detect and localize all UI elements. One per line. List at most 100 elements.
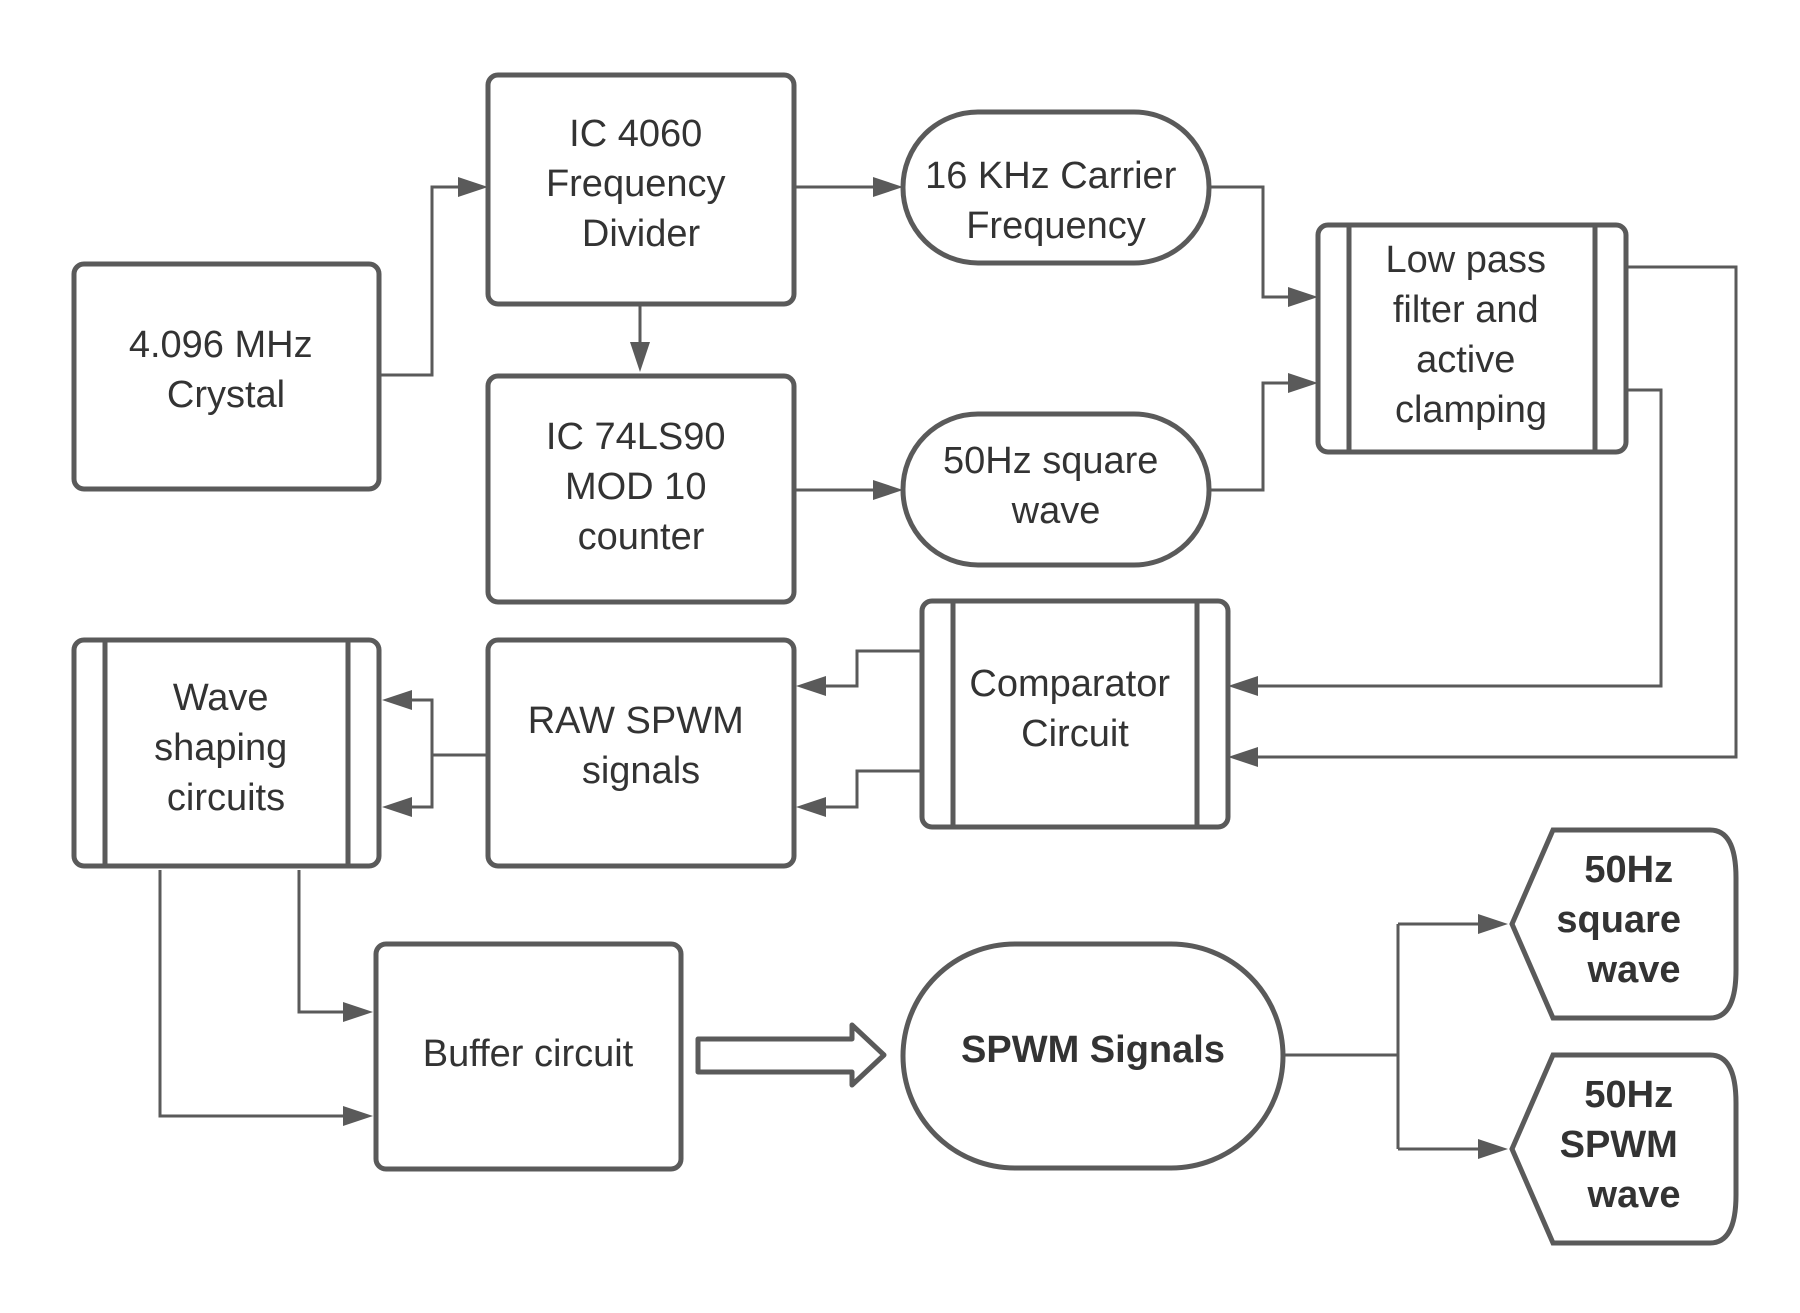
label-line: SPWM	[1560, 1124, 1678, 1166]
label-line: SPWM Signals	[961, 1029, 1225, 1071]
label-line: active	[1416, 339, 1515, 381]
buffer-box	[373, 941, 684, 1172]
arrowhead	[630, 342, 650, 372]
carrier-terminator	[900, 109, 1212, 266]
wire-square-to-lowpass	[1209, 381, 1288, 492]
node-raw-spwm-label: RAW SPWM signals	[528, 700, 755, 792]
node-out-square-label: 50Hz square wave	[1556, 849, 1691, 991]
label-line: IC 4060	[569, 113, 702, 155]
node-crystal: 4.096 MHz Crystal	[71, 261, 382, 492]
label-line: circuits	[167, 777, 285, 819]
wire-lowpass-to-comparator-1	[1258, 388, 1663, 688]
out-spwm-display	[1509, 1052, 1739, 1246]
label-line: Low pass	[1385, 239, 1546, 281]
arrowhead	[873, 480, 903, 500]
wire-crystal-to-divider	[379, 185, 458, 377]
label-line: Buffer circuit	[423, 1033, 634, 1075]
label-line: square	[1556, 899, 1681, 941]
node-comparator: Comparator Circuit	[919, 598, 1231, 830]
block-arrow-buffer-to-spwm	[695, 1022, 887, 1088]
arrowhead	[1478, 1139, 1508, 1159]
node-buffer: Buffer circuit	[373, 941, 684, 1172]
node-raw-spwm: RAW SPWM signals	[485, 637, 797, 869]
node-counter: IC 74LS90 MOD 10 counter	[485, 373, 797, 605]
label-line: Divider	[582, 213, 701, 255]
node-out-square: 50Hz square wave	[1509, 827, 1739, 1021]
node-square-in: 50Hz square wave	[900, 411, 1212, 568]
comparator-box	[919, 598, 1231, 830]
label-line: Comparator	[969, 663, 1170, 705]
arrowhead	[1478, 914, 1508, 934]
wire-comparator-to-raw-2	[826, 769, 922, 809]
wire-spwm-to-outputs	[1283, 922, 1478, 1151]
lowpass-box	[1315, 222, 1629, 455]
wire-shaping-to-buffer-2	[158, 870, 343, 1118]
label-line: 16 KHz Carrier	[925, 155, 1177, 197]
arrowhead	[343, 1002, 373, 1022]
node-divider: IC 4060 Frequency Divider	[485, 72, 797, 307]
label-line: signals	[582, 750, 700, 792]
label-line: clamping	[1395, 389, 1547, 431]
wire-carrier-to-lowpass	[1209, 185, 1288, 299]
node-out-spwm: 50Hz SPWM wave	[1509, 1052, 1739, 1246]
arrowhead	[1228, 676, 1258, 696]
node-spwm-signals: SPWM Signals	[900, 941, 1286, 1171]
node-comparator-label: Comparator Circuit	[969, 663, 1180, 755]
node-wave-shaping: Wave shaping circuits	[71, 637, 382, 869]
node-square-in-label: 50Hz square wave	[943, 440, 1169, 532]
arrowhead	[1288, 373, 1318, 393]
wave-shaping-box	[71, 637, 382, 869]
node-crystal-label: 4.096 MHz Crystal	[129, 324, 323, 416]
label-line: wave	[1011, 490, 1101, 532]
node-lowpass-label: Low pass filter and active clamping	[1385, 239, 1556, 431]
node-wave-shaping-label: Wave shaping circuits	[154, 677, 298, 819]
node-out-spwm-label: 50Hz SPWM wave	[1560, 1074, 1689, 1216]
label-line: filter and	[1393, 289, 1539, 331]
label-line: Crystal	[167, 374, 285, 416]
arrowhead	[796, 676, 826, 696]
label-line: 50Hz	[1584, 849, 1673, 891]
label-line: Frequency	[966, 205, 1146, 247]
square-in-terminator	[900, 411, 1212, 568]
wire-lowpass-to-comparator-2	[1258, 265, 1738, 759]
arrowhead	[382, 690, 412, 710]
counter-box	[485, 373, 797, 605]
arrowhead	[382, 797, 412, 817]
node-lowpass: Low pass filter and active clamping	[1315, 222, 1629, 455]
crystal-box	[71, 261, 382, 492]
divider-box	[485, 72, 797, 307]
node-carrier: 16 KHz Carrier Frequency	[900, 109, 1212, 266]
spwm-signals-terminator	[900, 941, 1286, 1171]
arrowhead	[873, 177, 903, 197]
raw-spwm-box	[485, 637, 797, 869]
node-carrier-label: 16 KHz Carrier Frequency	[925, 155, 1187, 247]
label-line: IC 74LS90	[546, 416, 726, 458]
label-line: Wave	[173, 677, 269, 719]
label-line: shaping	[154, 727, 287, 769]
label-line: counter	[578, 516, 705, 558]
wire-shaping-to-buffer-1	[297, 870, 343, 1014]
arrowhead	[458, 177, 488, 197]
node-buffer-label: Buffer circuit	[423, 1033, 634, 1075]
arrowhead	[343, 1106, 373, 1126]
node-counter-label: IC 74LS90 MOD 10 counter	[546, 416, 736, 558]
label-line: 50Hz square	[943, 440, 1158, 482]
wire-raw-to-shaping	[412, 698, 488, 809]
node-spwm-signals-label: SPWM Signals	[961, 1029, 1225, 1071]
wire-comparator-to-raw-1	[826, 649, 922, 688]
label-line: wave	[1587, 1174, 1681, 1216]
node-divider-label: IC 4060 Frequency Divider	[546, 113, 736, 255]
label-line: wave	[1587, 949, 1681, 991]
label-line: Circuit	[1021, 713, 1129, 755]
label-line: 50Hz	[1584, 1074, 1673, 1116]
label-line: RAW SPWM	[528, 700, 744, 742]
arrowhead	[1288, 287, 1318, 307]
label-line: Frequency	[546, 163, 726, 205]
arrowhead	[1228, 747, 1258, 767]
connectors	[158, 177, 1738, 1159]
out-square-display	[1509, 827, 1739, 1021]
label-line: 4.096 MHz	[129, 324, 313, 366]
label-line: MOD 10	[565, 466, 706, 508]
arrowhead	[796, 797, 826, 817]
